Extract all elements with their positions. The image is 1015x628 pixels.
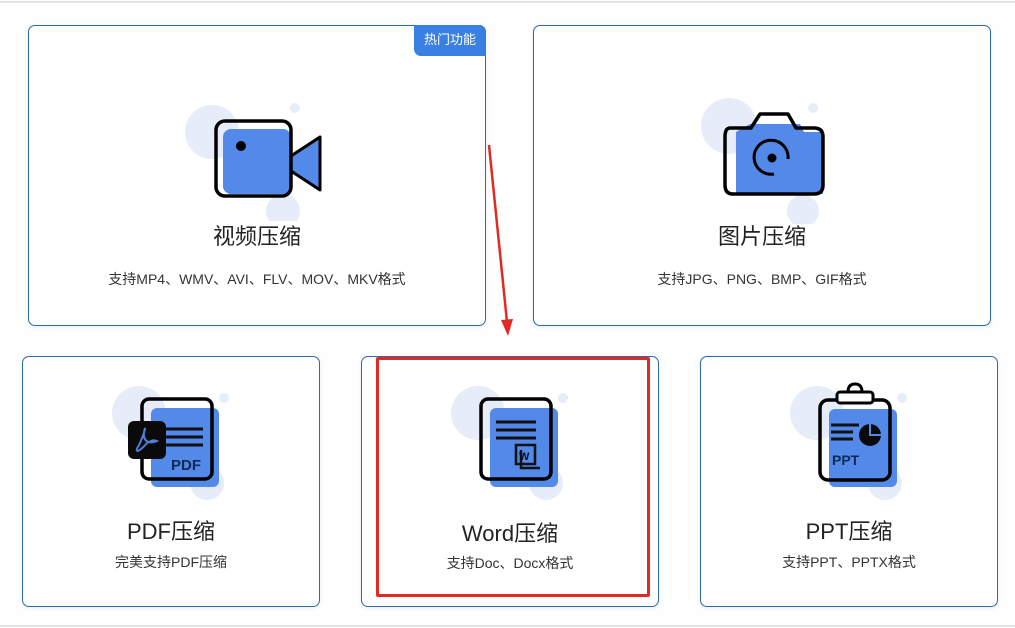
card-description: 支持Doc、Docx格式 [446, 555, 574, 571]
card-title: Word压缩 [461, 521, 559, 546]
ppt-compress-card[interactable]: PPT PPT压缩 支持PPT、PPTX格式 [700, 356, 998, 607]
card-description: 支持MP4、WMV、AVI、FLV、MOV、MKV格式 [108, 271, 406, 287]
ppt-clipboard-icon: PPT [785, 379, 915, 504]
ppt-label-text: PPT [832, 452, 860, 468]
camera-icon [692, 94, 842, 227]
card-title: 视频压缩 [212, 224, 301, 249]
video-compress-card[interactable]: 热门功能 视频压缩 支持MP4、WMV、AVI、FLV、MOV、MKV格式 [28, 25, 486, 326]
card-title: PPT压缩 [805, 519, 893, 544]
card-description: 支持PPT、PPTX格式 [782, 554, 916, 570]
image-compress-card[interactable]: 图片压缩 支持JPG、PNG、BMP、GIF格式 [533, 25, 991, 326]
bottom-divider [0, 625, 1015, 627]
pdf-compress-card[interactable]: PDF PDF压缩 完美支持PDF压缩 [22, 356, 320, 607]
card-description: 支持JPG、PNG、BMP、GIF格式 [657, 271, 867, 287]
card-description: 完美支持PDF压缩 [115, 554, 227, 570]
pdf-label-text: PDF [171, 457, 201, 474]
top-divider [0, 1, 1015, 3]
card-title: 图片压缩 [717, 224, 806, 249]
card-title: PDF压缩 [126, 519, 215, 544]
word-document-icon: W [446, 379, 576, 504]
word-compress-card[interactable]: W Word压缩 支持Doc、Docx格式 [361, 356, 659, 607]
hot-feature-badge: 热门功能 [413, 25, 486, 56]
word-label-text: W [519, 451, 530, 463]
pdf-document-icon: PDF [107, 379, 237, 504]
video-camera-icon [183, 96, 333, 228]
